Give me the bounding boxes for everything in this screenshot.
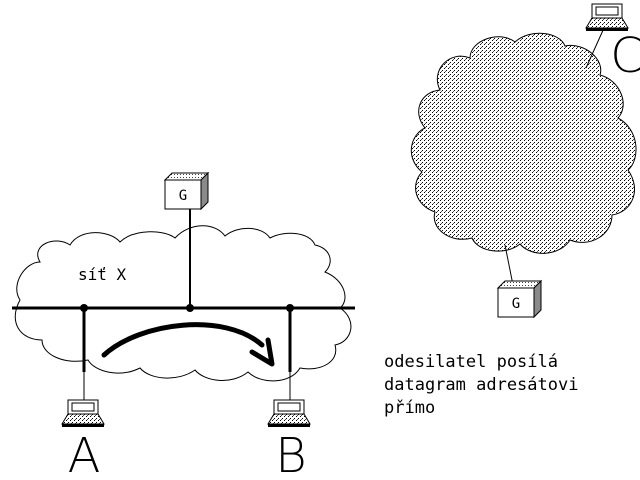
host-a-computer-icon [61, 399, 105, 427]
gateway-right: G [496, 279, 543, 319]
host-b-computer-icon [267, 399, 311, 427]
remote-network-cloud [411, 32, 637, 254]
delivery-arrowhead [249, 337, 275, 367]
caption-line-2: datagram adresátovi [384, 375, 578, 395]
host-b-label: B [275, 428, 306, 480]
link-c [585, 27, 605, 69]
host-c-computer-icon [585, 3, 629, 31]
gateway-left: G [163, 171, 210, 211]
gateway-left-label: G [179, 188, 187, 204]
caption-line-3: přímo [384, 398, 435, 418]
network-label: síť X [78, 265, 127, 284]
host-a-label: A [68, 428, 101, 480]
network-x-cloud [14, 225, 352, 382]
delivery-arrow [101, 322, 265, 358]
gateway-right-label: G [512, 296, 520, 312]
host-c-label: C [610, 28, 640, 84]
caption-line-1: odesilatel posílá [384, 352, 558, 372]
link-gateway-right [504, 244, 514, 286]
